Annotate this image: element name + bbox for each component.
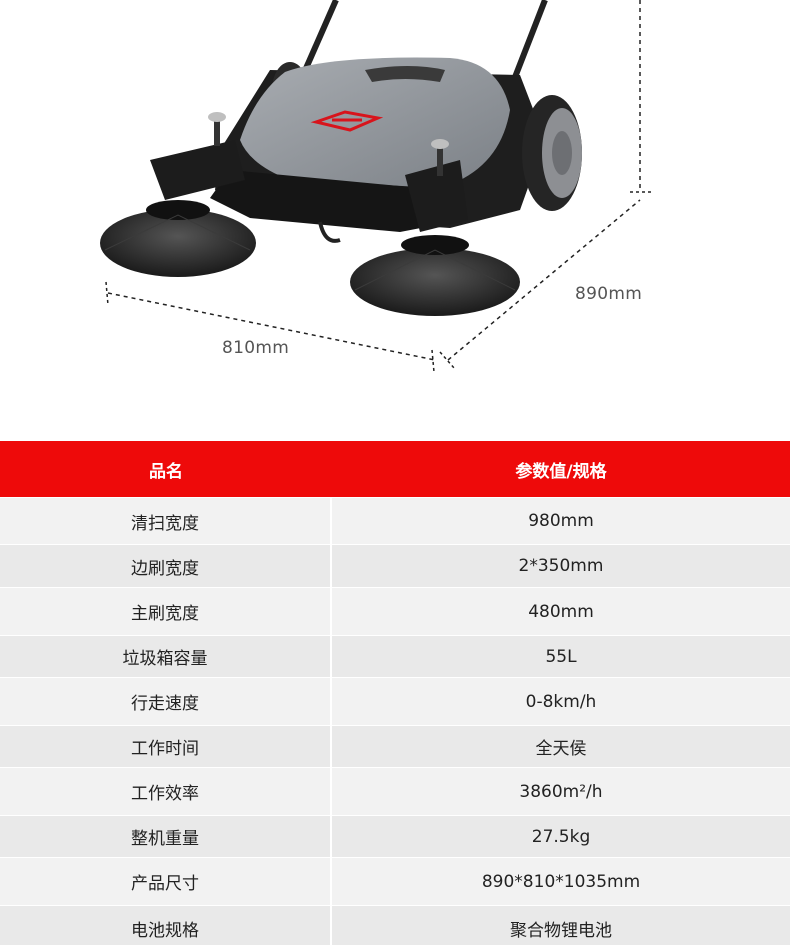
row-name: 主刷宽度 [0, 588, 332, 635]
spec-table-header: 品名 参数值/规格 [0, 441, 790, 497]
table-row: 垃圾箱容量 55L [0, 635, 790, 677]
brand-logo-icon [310, 110, 384, 132]
table-row: 清扫宽度 980mm [0, 497, 790, 544]
row-value: 980mm [528, 511, 594, 531]
row-value: 480mm [528, 601, 594, 622]
table-row: 行走速度 0-8km/h [0, 677, 790, 725]
depth-dimension-label: 890mm [575, 284, 643, 304]
product-image-area: 810mm 890mm [0, 0, 790, 440]
table-row: 工作时间 全天侯 [0, 725, 790, 767]
manual-sweeper-product-image [100, 0, 652, 373]
row-value: 全天侯 [535, 739, 587, 759]
row-name: 行走速度 [0, 678, 332, 725]
table-row: 整机重量 27.5kg [0, 815, 790, 857]
row-name: 垃圾箱容量 [0, 636, 332, 677]
table-row: 工作效率 3860m²/h [0, 767, 790, 815]
row-name: 整机重量 [0, 816, 332, 857]
row-value: 890*810*1035mm [481, 871, 641, 892]
table-row: 边刷宽度 2*350mm [0, 544, 790, 587]
row-value: 27.5kg [531, 826, 591, 847]
row-value: 3860m²/h [519, 781, 603, 802]
row-value: 2*350mm [518, 556, 604, 576]
width-dimension-label: 810mm [222, 338, 290, 358]
table-row: 产品尺寸 890*810*1035mm [0, 857, 790, 905]
row-value: 聚合物锂电池 [510, 921, 612, 941]
left-side-brush [100, 200, 256, 277]
row-name: 边刷宽度 [0, 545, 332, 587]
table-row: 电池规格 聚合物锂电池 [0, 905, 790, 945]
row-value: 55L [545, 646, 577, 667]
row-name: 工作效率 [0, 768, 332, 815]
table-row: 主刷宽度 480mm [0, 587, 790, 635]
row-name: 电池规格 [0, 906, 332, 945]
header-value: 参数值/规格 [515, 461, 607, 482]
dimension-lines [107, 0, 641, 361]
right-side-brush [350, 235, 520, 316]
row-name: 清扫宽度 [0, 498, 332, 544]
sweeper-body [150, 57, 582, 243]
header-name: 品名 [149, 461, 183, 482]
row-name: 产品尺寸 [0, 858, 332, 905]
row-value: 0-8km/h [525, 691, 597, 712]
row-name: 工作时间 [0, 726, 332, 767]
spec-table: 品名 参数值/规格 清扫宽度 980mm 边刷宽度 2*350mm 主刷宽度 4… [0, 441, 790, 945]
